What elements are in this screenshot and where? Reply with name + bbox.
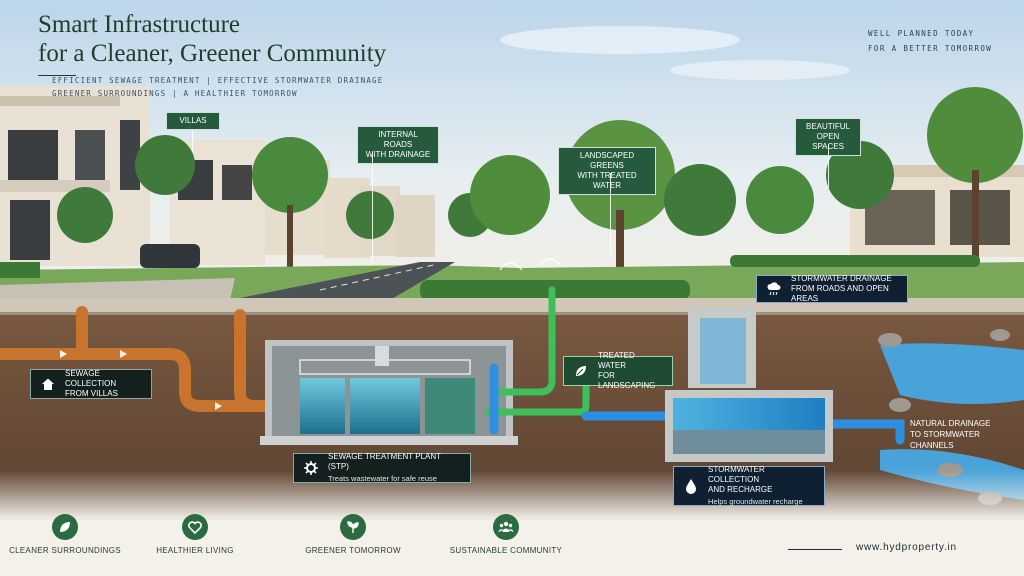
tag-greens-line2: with Treated Water (577, 171, 637, 190)
footer-label-greener: Greener Tomorrow (305, 546, 401, 555)
sewage-line1: Sewage Collection (65, 369, 117, 388)
recharge-line1: Stormwater Collection (708, 465, 765, 484)
tag-greens-line1: Landscaped Greens (579, 151, 635, 170)
stream (880, 343, 1024, 404)
website-divider (788, 549, 842, 550)
website-link[interactable]: www.hydproperty.in (856, 542, 957, 553)
tag-villas-label: Villas (179, 116, 207, 125)
stp-box: Sewage Treatment Plant (STP) Treats wast… (293, 452, 471, 483)
recharge-subtitle: Helps groundwater recharge (708, 497, 803, 506)
treated-line2: for Landscaping (598, 371, 656, 390)
page-title-line1: Smart Infrastructure (38, 11, 241, 38)
home-icon (39, 375, 57, 393)
storm-drain-line2: from Roads and Open Areas (791, 284, 889, 303)
tag-villas-pointer (192, 130, 193, 152)
storm-drain-line1: Stormwater Drainage (791, 274, 892, 283)
heart-icon (182, 514, 208, 540)
plant-icon (340, 514, 366, 540)
footer-item-cleaner: Cleaner Surroundings (5, 514, 125, 555)
tagline: Well Planned Today For a Better Tomorrow (868, 26, 992, 56)
gear-icon (302, 459, 320, 477)
recharge-tank (665, 308, 833, 462)
car (140, 244, 200, 268)
tag-internal-roads: Internal Roads with Drainage (357, 126, 439, 164)
subtitle-line2: Greener Surroundings | A Healthier Tomor… (52, 89, 298, 98)
sewage-pipe (0, 306, 281, 412)
footer-item-greener: Greener Tomorrow (293, 514, 413, 555)
footer-item-healthier: Healthier Living (135, 514, 255, 555)
leaf-icon (52, 514, 78, 540)
header: Smart Infrastructure for a Cleaner, Gree… (38, 10, 387, 76)
tagline-line2: For a Better Tomorrow (868, 44, 993, 53)
treated-water-pipe (484, 286, 590, 416)
title-divider (38, 75, 76, 76)
treated-line1: Treated Water (598, 351, 635, 370)
tag-roads-line1: Internal Roads (378, 130, 418, 149)
subtitle-line1: Efficient Sewage Treatment | Effective S… (52, 76, 384, 85)
tag-open-pointer (828, 144, 829, 188)
sewage-collection-box: Sewage Collection from Villas (30, 369, 152, 399)
natural-line1: Natural Drainage (910, 419, 991, 428)
leaf-icon (572, 362, 590, 380)
sewage-line2: from Villas (65, 389, 118, 398)
natural-line2: to Stormwater Channels (910, 430, 980, 450)
stp-plant (260, 340, 518, 445)
natural-drainage-label: Natural Drainage to Stormwater Channels (910, 418, 1022, 451)
water-drop-icon (682, 477, 700, 495)
page-title-line2: for a Cleaner, Greener Community (38, 40, 387, 67)
subtitle: Efficient Sewage Treatment | Effective S… (52, 74, 472, 100)
footer-label-healthier: Healthier Living (156, 546, 234, 555)
tag-villas: Villas (166, 112, 220, 130)
stormwater-drainage-box: Stormwater Drainage from Roads and Open … (756, 274, 908, 303)
rain-cloud-icon (765, 280, 783, 298)
tag-greens-pointer (610, 173, 611, 255)
tag-open-line1: Beautiful (805, 122, 850, 131)
people-icon (493, 514, 519, 540)
tag-landscaped-greens: Landscaped Greens with Treated Water (558, 147, 656, 195)
tagline-line1: Well Planned Today (868, 29, 975, 38)
footer-label-sustainable: Sustainable Community (449, 546, 563, 555)
stormwater-recharge-box: Stormwater Collection and Recharge Helps… (673, 465, 825, 506)
recharge-line2: and Recharge (708, 485, 773, 494)
footer-label-cleaner: Cleaner Surroundings (9, 546, 121, 555)
stp-subtitle: Treats wastewater for safe reuse (328, 474, 437, 483)
treated-water-box: Treated Water for Landscaping (563, 351, 673, 390)
footer-item-sustainable: Sustainable Community (446, 514, 566, 555)
stp-title: Sewage Treatment Plant (STP) (328, 452, 441, 471)
tag-roads-line2: with Drainage (365, 150, 431, 159)
tag-roads-pointer (372, 152, 373, 264)
